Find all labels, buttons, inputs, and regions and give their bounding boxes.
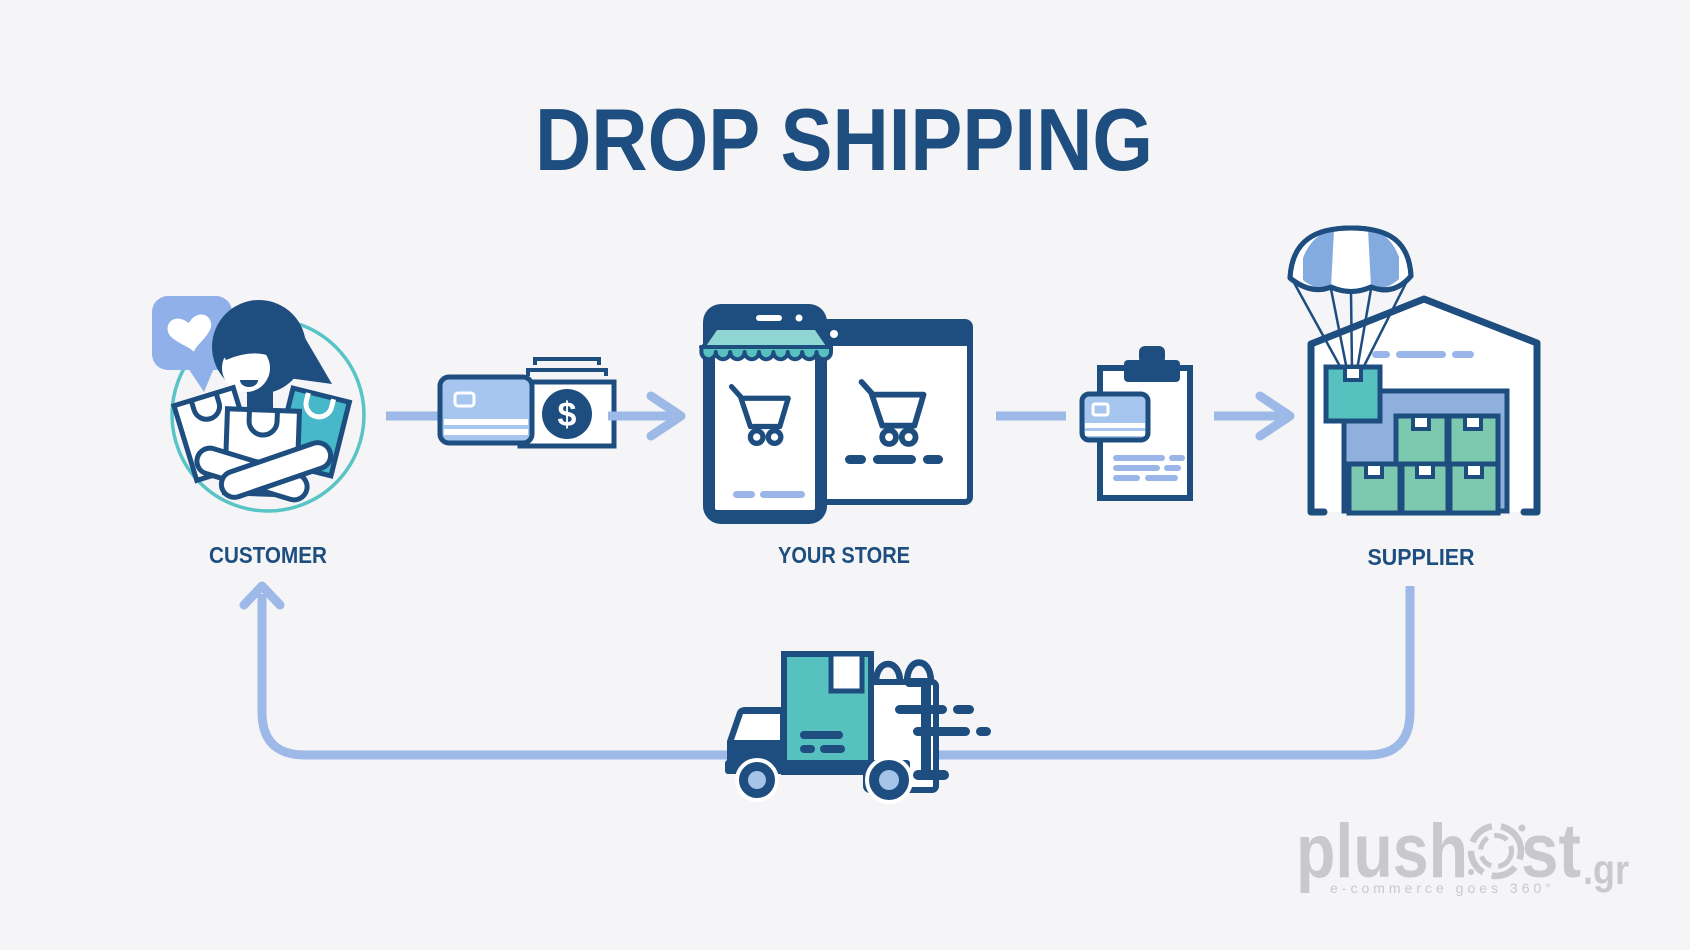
speed-lines-icon xyxy=(895,705,991,736)
watermark: plush st .gr e-commerce goes 360° xyxy=(1296,809,1629,896)
cart-icon xyxy=(858,379,927,447)
watermark-tld: .gr xyxy=(1583,846,1629,893)
customer-figure xyxy=(170,300,353,503)
delivery-truck-icon xyxy=(725,651,991,804)
supplier-label: SUPPLIER xyxy=(1368,544,1475,570)
stacked-boxes-icon xyxy=(1346,413,1501,516)
arrow-right-icon xyxy=(646,391,686,441)
gable-dashes xyxy=(1372,351,1474,358)
watermark-tagline: e-commerce goes 360° xyxy=(1330,880,1555,896)
heart-speech-bubble-icon xyxy=(152,296,232,392)
windshield xyxy=(734,714,780,740)
watermark-brand-end: st xyxy=(1521,809,1581,894)
dollar-coin-icon xyxy=(542,389,592,439)
supplier-warehouse-icon xyxy=(1287,225,1541,516)
dollar-sign: $ xyxy=(558,396,577,434)
heart-icon xyxy=(167,314,212,352)
store-label: YOUR STORE xyxy=(778,542,910,568)
payment-icon: $ xyxy=(437,357,617,449)
browser-dot xyxy=(830,330,838,338)
store-icon xyxy=(699,304,973,524)
cargo-box-icon xyxy=(781,651,874,775)
parachute-package-icon xyxy=(1287,225,1414,424)
customer-icon xyxy=(152,296,366,513)
customer-label: CUSTOMER xyxy=(209,542,327,568)
arrow-order-to-supplier xyxy=(1214,391,1295,441)
order-text-lines xyxy=(1113,455,1185,481)
parachute-strings xyxy=(1290,276,1411,371)
awning-icon xyxy=(699,326,833,362)
browser-window-icon xyxy=(815,319,973,505)
arrow-up-icon xyxy=(239,581,285,610)
arrow-payment-to-store xyxy=(608,391,686,441)
credit-card-icon xyxy=(437,374,535,446)
page-title: DROP SHIPPING xyxy=(535,90,1153,189)
wheels xyxy=(735,756,913,804)
credit-card-icon xyxy=(1079,391,1151,443)
watermark-brand-start: plush xyxy=(1296,809,1468,894)
arm-right xyxy=(218,440,334,500)
truck-cab xyxy=(727,707,786,772)
cart-icon xyxy=(728,384,791,446)
order-clipboard-icon xyxy=(1079,346,1193,501)
arrow-right-icon xyxy=(1255,391,1295,441)
watermark-ring-icon xyxy=(1467,822,1526,880)
